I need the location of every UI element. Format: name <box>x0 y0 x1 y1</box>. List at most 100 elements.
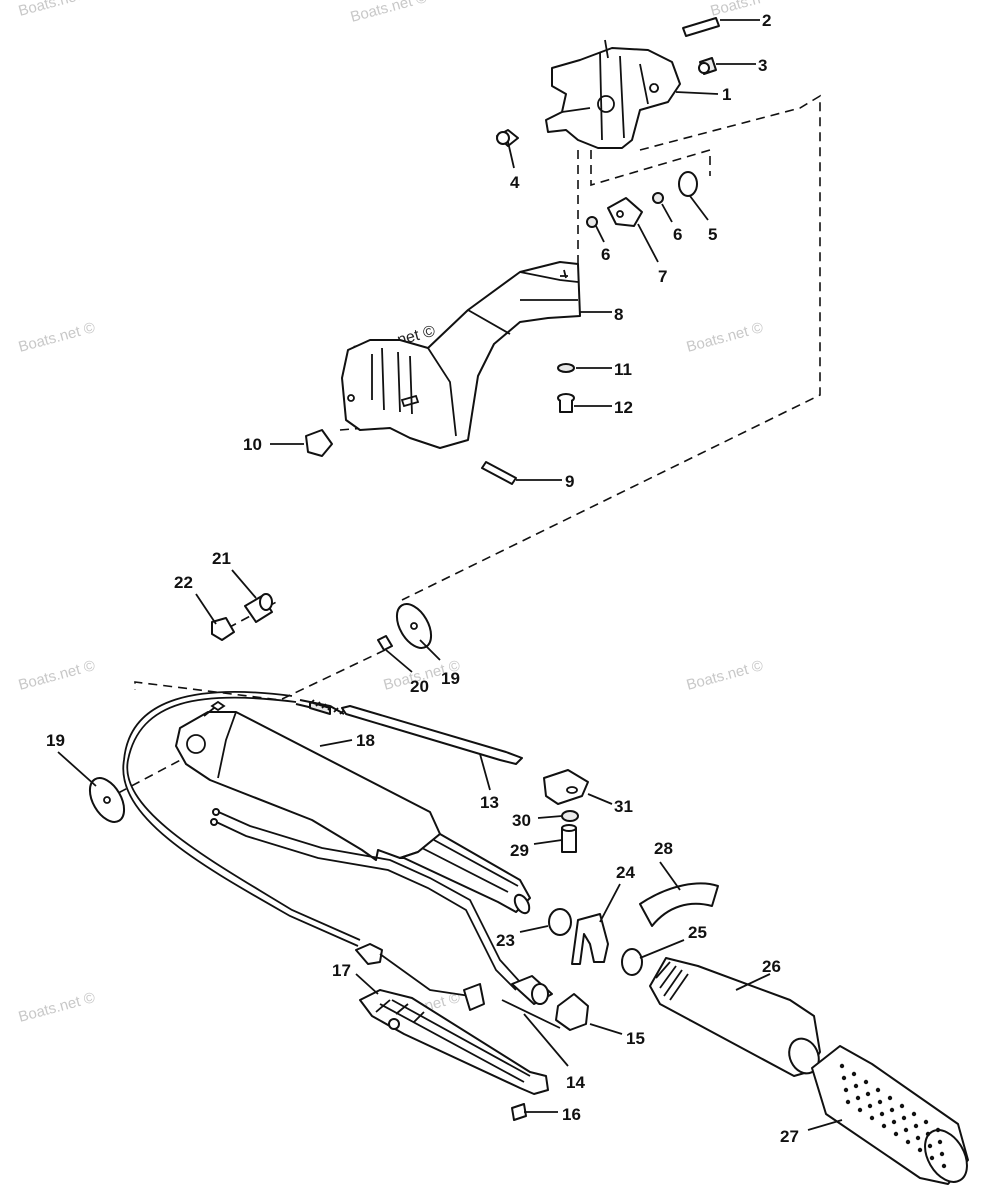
grip-dimple <box>903 1127 909 1133</box>
callout-4: 4 <box>510 173 520 192</box>
callout-27: 27 <box>780 1127 799 1146</box>
callout-2: 2 <box>762 11 771 30</box>
part-9-pin <box>481 461 517 485</box>
grip-dimple <box>915 1135 921 1141</box>
callout-20: 20 <box>410 677 429 696</box>
grip-dimple <box>913 1123 919 1129</box>
callout-numbers: 2 3 1 4 5 6 6 7 8 11 12 10 9 21 22 19 20… <box>46 11 799 1146</box>
grip-dimple <box>901 1115 907 1121</box>
part-22-clip <box>211 617 235 641</box>
part-25-oring <box>621 948 643 976</box>
callout-12: 12 <box>614 398 633 417</box>
dashed-line-detent <box>590 148 711 187</box>
grip-dimple <box>887 1095 893 1101</box>
part-7-detent <box>607 197 643 227</box>
part-15-cap <box>555 993 589 1031</box>
callout-21: 21 <box>212 549 231 568</box>
callout-26: 26 <box>762 957 781 976</box>
grip-dimple <box>923 1119 929 1125</box>
part-28-decal <box>639 882 719 927</box>
watermark-top-left: Boats.net © <box>17 0 97 20</box>
part-29-screw <box>561 824 577 853</box>
callout-7: 7 <box>658 267 667 286</box>
part-26-grip-core <box>649 957 821 1077</box>
watermark-mid-left: Boats.net © <box>17 319 97 356</box>
grip-dimple <box>877 1099 883 1105</box>
grip-dimple <box>845 1099 851 1105</box>
part-1-cam-bracket <box>545 39 681 149</box>
grip-dimple <box>899 1103 905 1109</box>
callout-9: 9 <box>565 472 574 491</box>
watermark-lower-left: Boats.net © <box>17 657 97 694</box>
assembly-dashed-lines <box>104 94 821 801</box>
part-12-screw <box>557 393 575 413</box>
callout-11: 11 <box>614 360 632 379</box>
callout-29: 29 <box>510 841 529 860</box>
grip-dimple <box>869 1115 875 1121</box>
part-10-cap <box>305 429 333 457</box>
grip-dimple <box>917 1147 923 1153</box>
watermark-mid-right: Boats.net © <box>685 319 765 356</box>
part-30-washer <box>561 810 579 822</box>
part-23-oring <box>548 908 572 936</box>
grip-dimple <box>851 1071 857 1077</box>
grip-dimples <box>839 1063 947 1169</box>
callout-19-right: 19 <box>441 669 460 688</box>
grip-dimple <box>927 1143 933 1149</box>
callout-15: 15 <box>626 1029 645 1048</box>
callout-6-left: 6 <box>601 245 610 264</box>
grip-dimple <box>863 1079 869 1085</box>
grip-dimple <box>929 1155 935 1161</box>
grip-dimple <box>891 1119 897 1125</box>
callout-5: 5 <box>708 225 717 244</box>
dashed-line-main <box>401 94 821 601</box>
grip-dimple <box>881 1123 887 1129</box>
part-6-nut-right <box>652 192 664 204</box>
part-4-screw <box>496 129 519 147</box>
watermark-bottom-left: Boats.net © <box>17 989 97 1026</box>
grip-dimple <box>879 1111 885 1117</box>
grip-dimple <box>857 1107 863 1113</box>
grip-dimple <box>925 1131 931 1137</box>
watermark-lower-right: Boats.net © <box>685 657 765 694</box>
callout-14: 14 <box>566 1073 585 1092</box>
callout-22: 22 <box>174 573 193 592</box>
part-17-carrier <box>355 943 549 1095</box>
grip-dimple <box>839 1063 845 1069</box>
grip-dimple <box>841 1075 847 1081</box>
callout-10: 10 <box>243 435 262 454</box>
leader-lines <box>57 19 843 1131</box>
callout-8: 8 <box>614 305 623 324</box>
grip-dimple <box>911 1111 917 1117</box>
callout-23: 23 <box>496 931 515 950</box>
grip-dimple <box>935 1127 941 1133</box>
grip-dimple <box>937 1139 943 1145</box>
grip-dimple <box>865 1091 871 1097</box>
part-11-washer <box>557 363 575 373</box>
grip-dimple <box>939 1151 945 1157</box>
part-2-pin <box>682 17 720 37</box>
cable-harness <box>122 691 521 991</box>
part-6-nut-left <box>586 216 598 228</box>
grip-dimple <box>941 1163 947 1169</box>
grip-dimple <box>889 1107 895 1113</box>
callout-28: 28 <box>654 839 673 858</box>
part-31-link <box>543 769 589 805</box>
part-27-grip-sleeve <box>811 1045 969 1185</box>
grip-dimple <box>843 1087 849 1093</box>
grip-dimple <box>867 1103 873 1109</box>
callout-24: 24 <box>616 863 635 882</box>
part-3-screw <box>698 57 717 75</box>
grip-dimple <box>875 1087 881 1093</box>
watermark-top-right: Boats.n <box>709 0 763 20</box>
callout-16: 16 <box>562 1105 581 1124</box>
callout-25: 25 <box>688 923 707 942</box>
grip-dimple <box>893 1131 899 1137</box>
grip-dimple <box>853 1083 859 1089</box>
callout-18: 18 <box>356 731 375 750</box>
callout-31: 31 <box>614 797 633 816</box>
part-21-bushing <box>244 593 273 623</box>
part-14-kill-switch <box>501 975 561 1029</box>
part-18-tiller-arm <box>175 700 531 915</box>
